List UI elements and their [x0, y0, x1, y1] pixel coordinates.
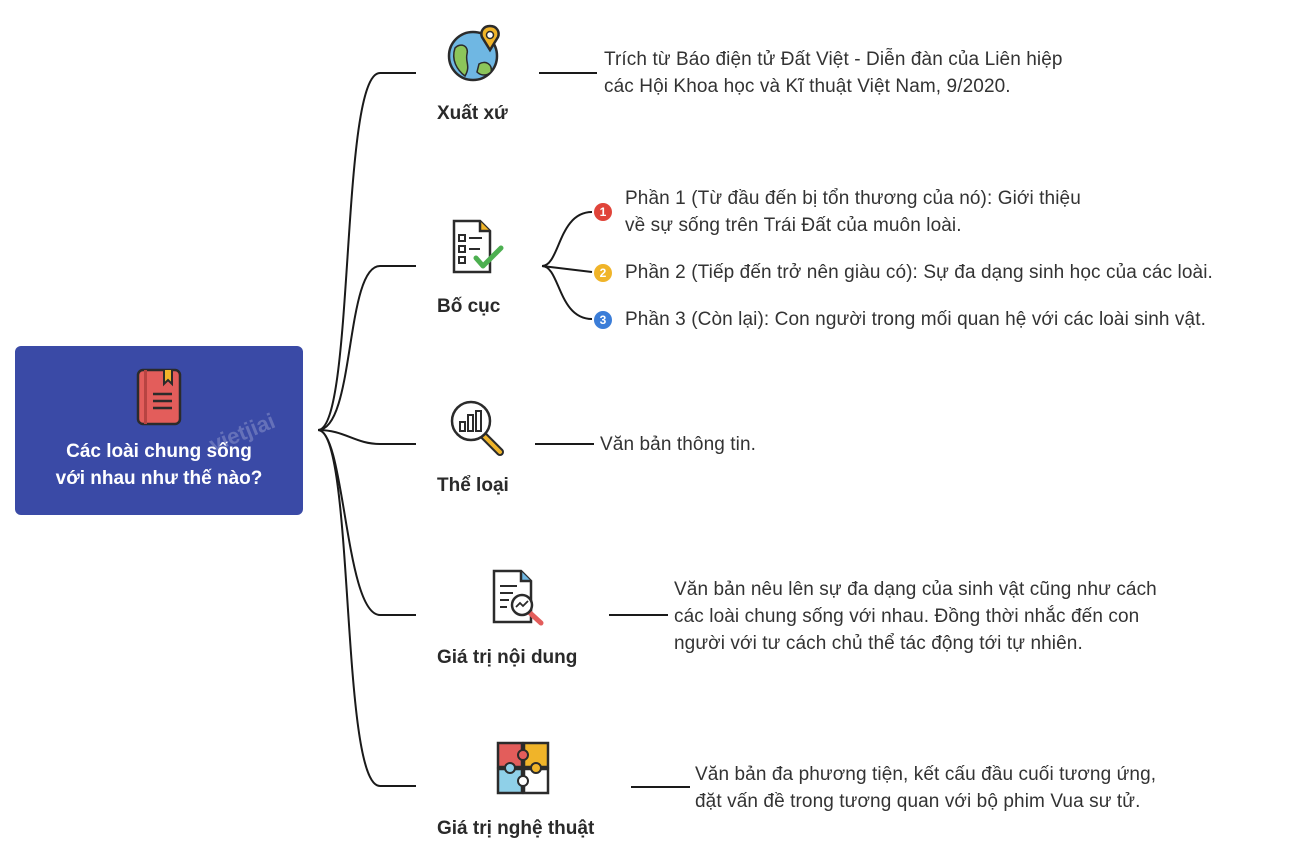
book-icon: [136, 368, 182, 426]
label-noi-dung: Giá trị nội dung: [437, 647, 578, 668]
text-nghe-thuat: Văn bản đa phương tiện, kết cấu đầu cuối…: [695, 761, 1156, 815]
text-xuat-xu: Trích từ Báo điện tử Đất Việt - Diễn đàn…: [604, 46, 1063, 100]
text-nghe-thuat-line1: Văn bản đa phương tiện, kết cấu đầu cuối…: [695, 764, 1157, 785]
text-the-loai: Văn bản thông tin.: [600, 434, 757, 455]
text-nghe-thuat-line2: đặt vấn đề trong tương quan với bộ phim …: [695, 791, 1141, 812]
text-noi-dung-line2: các loài chung sống với nhau. Đồng thời …: [674, 606, 1140, 627]
part-2-number-badge: 2: [594, 264, 612, 282]
text-bo-cuc-part-3: Phần 3 (Còn lại): Con người trong mối qu…: [625, 309, 1206, 330]
text-bo-cuc-part-1: Phần 1 (Từ đầu đến bị tổn thương của nó)…: [625, 185, 1081, 239]
root-title-line1: Các loài chung sống: [66, 441, 252, 462]
text-noi-dung-line1: Văn bản nêu lên sự đa dạng của sinh vật …: [674, 579, 1157, 600]
root-title: Các loài chung sống với nhau như thế nào…: [56, 438, 263, 492]
magnifier-chart-icon: [450, 400, 504, 456]
label-xuat-xu: Xuất xứ: [437, 103, 508, 124]
text-bo-cuc-part-2: Phần 2 (Tiếp đến trở nên giàu có): Sự đa…: [625, 262, 1213, 283]
label-the-loai: Thể loại: [437, 475, 509, 496]
text-xuat-xu-line1: Trích từ Báo điện tử Đất Việt - Diễn đàn…: [604, 49, 1063, 70]
text-bo-cuc-part-1-line2: về sự sống trên Trái Đất của muôn loài.: [625, 215, 962, 236]
text-bo-cuc-part-1-line1: Phần 1 (Từ đầu đến bị tổn thương của nó)…: [625, 188, 1081, 209]
root-node: Các loài chung sống với nhau như thế nào…: [15, 346, 303, 515]
text-noi-dung: Văn bản nêu lên sự đa dạng của sinh vật …: [674, 576, 1157, 657]
document-analysis-icon: [492, 569, 544, 626]
globe-pin-icon: [447, 24, 500, 82]
puzzle-icon: [496, 741, 550, 795]
checklist-icon: [452, 219, 504, 274]
root-title-line2: với nhau như thế nào?: [55, 468, 263, 489]
label-bo-cuc: Bố cục: [437, 296, 501, 317]
text-noi-dung-line3: người với tư cách chủ thể tác động tới t…: [674, 633, 1083, 654]
part-1-number-badge: 1: [594, 203, 612, 221]
part-3-number-badge: 3: [594, 311, 612, 329]
label-nghe-thuat: Giá trị nghệ thuật: [437, 818, 595, 839]
text-xuat-xu-line2: các Hội Khoa học và Kĩ thuật Việt Nam, 9…: [604, 76, 1011, 97]
